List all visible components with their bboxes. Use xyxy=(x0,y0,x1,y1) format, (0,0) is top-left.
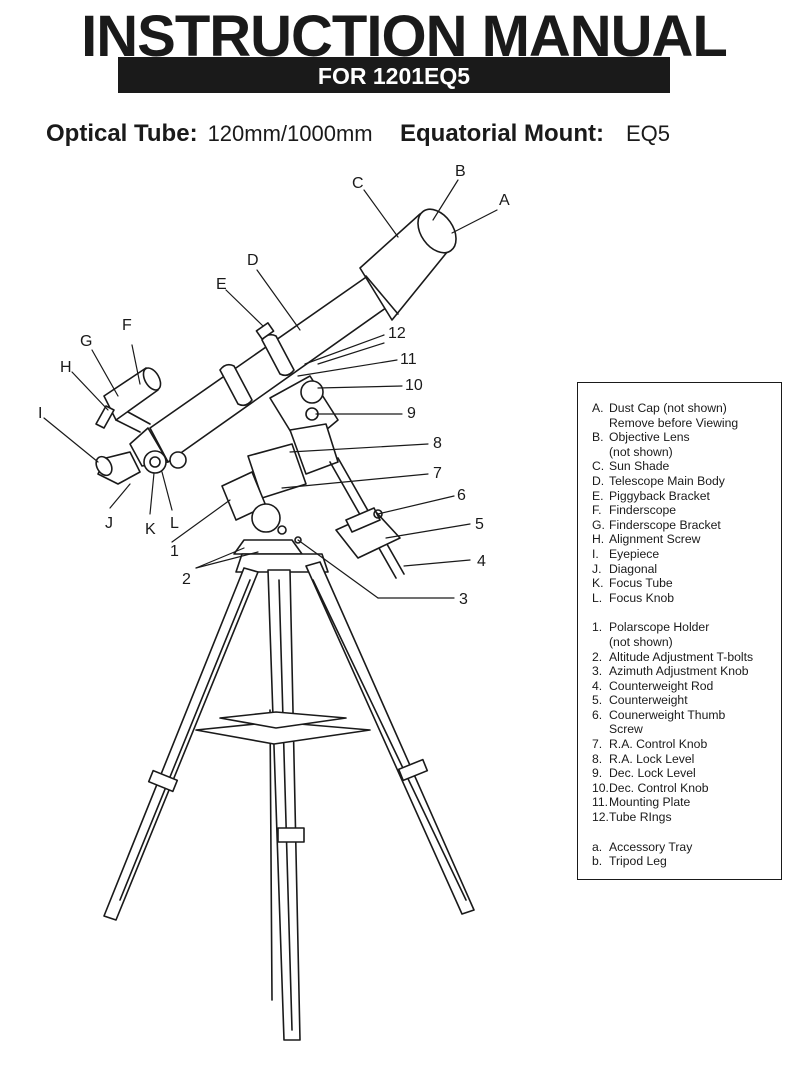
list-item: I.Eyepiece xyxy=(592,546,660,561)
list-item: 4.Counterweight Rod xyxy=(592,678,714,693)
callout-leaders xyxy=(43,179,498,599)
tripod-head xyxy=(235,553,329,573)
list-item: 10.Dec. Control Knob xyxy=(592,780,709,795)
callout-10: 10 xyxy=(405,377,423,394)
tube-rings xyxy=(219,333,295,407)
callout-c: C xyxy=(352,175,364,192)
callout-a: A xyxy=(499,192,510,209)
tripod-legs xyxy=(103,561,475,1041)
callout-h: H xyxy=(60,359,72,376)
callout-i: I xyxy=(38,405,42,422)
list-item: b.Tripod Leg xyxy=(592,854,667,869)
callout-1: 1 xyxy=(170,543,179,560)
legend-numbers: 1.Polarscope Holder (not shown) 2.Altitu… xyxy=(592,620,775,824)
legend-extras: a.Accessory Tray b.Tripod Leg xyxy=(592,840,775,869)
callout-4: 4 xyxy=(477,553,486,570)
list-item: 7.R.A. Control Knob xyxy=(592,737,708,752)
callout-11: 11 xyxy=(400,351,417,368)
optical-tube-spec: Optical Tube: 120mm/1000mm xyxy=(46,122,373,146)
callout-7: 7 xyxy=(433,465,442,482)
counterweight-assembly xyxy=(329,457,405,579)
callout-g: G xyxy=(80,333,92,350)
list-item: E.Piggyback Bracket xyxy=(592,488,710,503)
list-item: 3.Azimuth Adjustment Knob xyxy=(592,664,749,679)
callout-k: K xyxy=(145,521,156,538)
callout-e: E xyxy=(216,276,227,293)
finderscope xyxy=(95,367,162,433)
piggyback-bracket xyxy=(255,322,275,340)
callout-8: 8 xyxy=(433,435,442,452)
list-item: a.Accessory Tray xyxy=(592,839,693,854)
list-item: 5.Counterweight xyxy=(592,693,688,708)
callout-3: 3 xyxy=(459,591,468,608)
list-item: 8.R.A. Lock Level xyxy=(592,751,695,766)
list-item: 11.Mounting Plate xyxy=(592,795,691,810)
callout-b: B xyxy=(455,163,466,180)
list-item: 1.Polarscope Holder (not shown) xyxy=(592,620,710,649)
equatorial-mount xyxy=(221,375,339,555)
list-item: B.Objective Lens (not shown) xyxy=(592,430,690,459)
list-item: C.Sun Shade xyxy=(592,459,670,474)
diagonal-eyepiece xyxy=(95,451,141,485)
list-item: A.Dust Cap (not shown) Remove before Vie… xyxy=(592,401,739,430)
accessory-tray xyxy=(195,711,371,745)
model-banner: FOR 1201EQ5 xyxy=(118,57,670,93)
list-item: F.Finderscope xyxy=(592,503,677,518)
list-item: 12.Tube RIngs xyxy=(592,810,672,825)
sun-shade xyxy=(359,208,457,321)
callout-9: 9 xyxy=(407,405,416,422)
page-title: INSTRUCTION MANUAL xyxy=(81,4,728,69)
mount-label: Equatorial Mount: xyxy=(400,120,604,147)
list-item: G.Finderscope Bracket xyxy=(592,517,721,532)
callout-f: F xyxy=(122,317,132,334)
callout-5: 5 xyxy=(475,516,484,533)
list-item: L.Focus Knob xyxy=(592,590,675,605)
list-item: J.Diagonal xyxy=(592,561,658,576)
list-item: H.Alignment Screw xyxy=(592,532,701,547)
focuser xyxy=(129,427,187,474)
legend-letters: A.Dust Cap (not shown) Remove before Vie… xyxy=(592,401,775,605)
optical-tube-label: Optical Tube: xyxy=(46,120,198,147)
optical-tube-value: 120mm/1000mm xyxy=(207,121,373,146)
callout-l: L xyxy=(170,515,179,532)
telescope-diagram: A B C D E F G H I J K L 1 2 3 4 5 6 7 8 … xyxy=(38,163,510,1041)
mount-spec: Equatorial Mount: EQ5 xyxy=(400,122,670,146)
mount-value: EQ5 xyxy=(625,121,671,146)
list-item: 2.Altitude Adjustment T-bolts xyxy=(592,649,754,664)
callout-12: 12 xyxy=(388,325,406,342)
callout-j: J xyxy=(105,515,113,532)
callout-d: D xyxy=(247,252,259,269)
list-item: K.Focus Tube xyxy=(592,576,673,591)
callout-6: 6 xyxy=(457,487,466,504)
callout-2: 2 xyxy=(182,571,191,588)
list-item: 6.Counerweight Thumb Screw xyxy=(592,707,726,737)
list-item: D.Telescope Main Body xyxy=(592,473,725,488)
parts-legend: A.Dust Cap (not shown) Remove before Vie… xyxy=(577,382,782,880)
list-item: 9.Dec. Lock Level xyxy=(592,766,696,781)
